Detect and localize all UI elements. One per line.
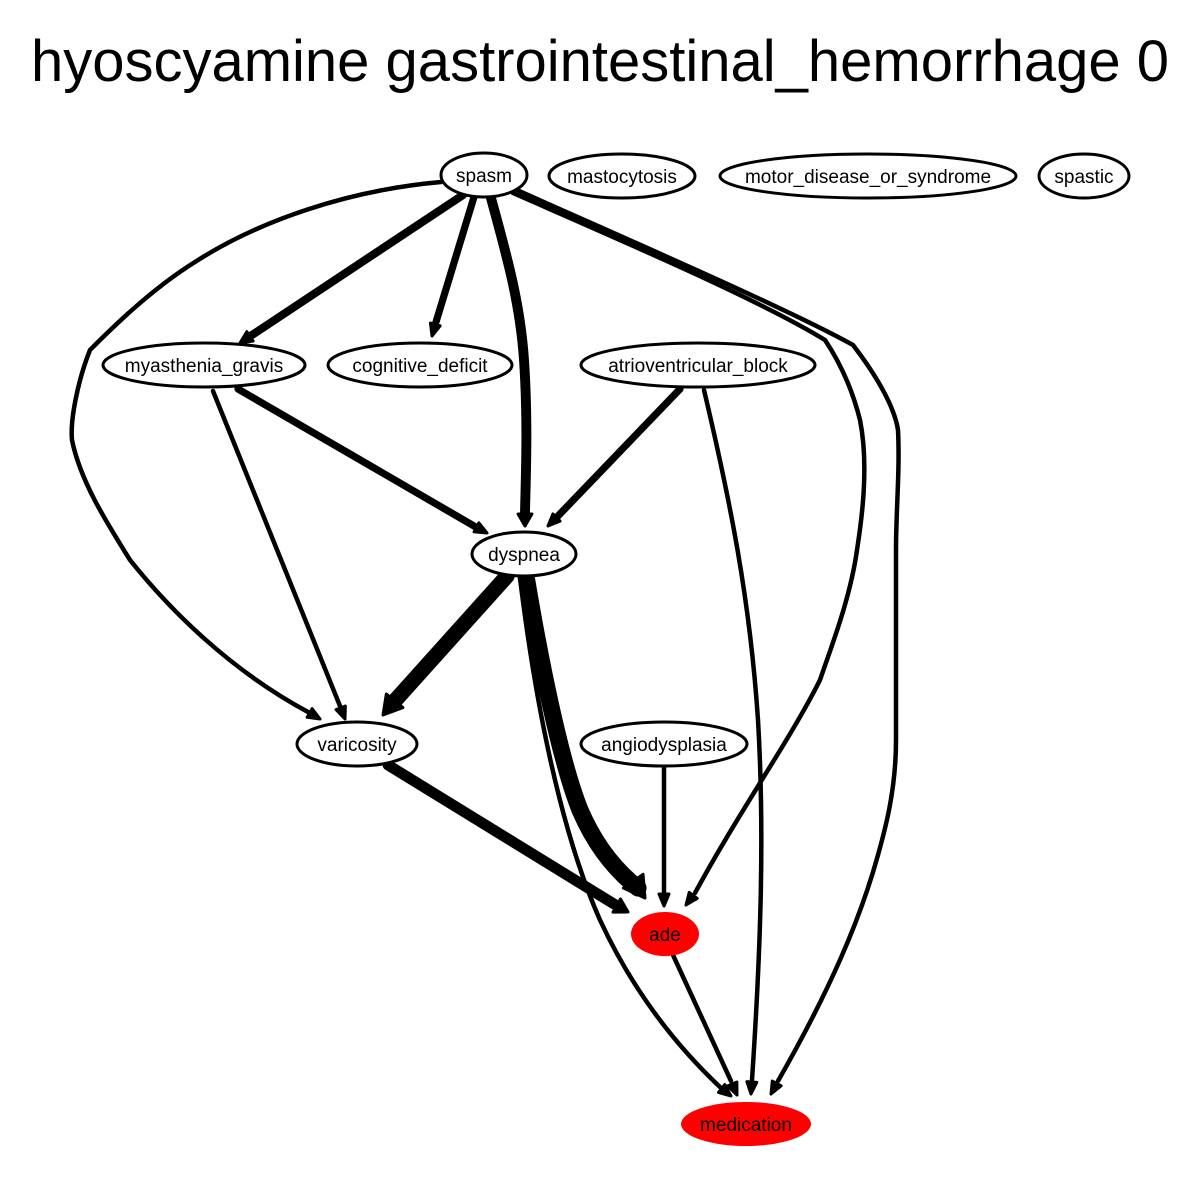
node-shape	[718, 152, 1018, 200]
edge-dyspnea-to-ade	[517, 567, 647, 900]
edge-myasthenia_gravis-to-dyspnea	[234, 385, 489, 535]
node-label: myasthenia_gravis	[125, 356, 283, 377]
edge-varicosity-to-ade	[382, 759, 630, 914]
edge-line	[510, 190, 867, 896]
edge-arrowhead	[546, 512, 562, 528]
node-spastic: spastic	[1037, 152, 1131, 200]
node-label: medication	[700, 1115, 792, 1136]
node-motor_disease_or_syndrome: motor_disease_or_syndrome	[718, 152, 1018, 200]
edge-line	[517, 575, 724, 1091]
node-shape	[681, 1102, 811, 1146]
node-label: ade	[649, 925, 681, 946]
edge-arrowhead	[472, 521, 489, 535]
edge-atrioventricular_block-to-medication	[701, 387, 764, 1096]
node-medication: medication	[681, 1102, 811, 1146]
node-shape	[579, 341, 817, 389]
edge-angiodysplasia-to-ade	[657, 764, 671, 908]
node-label: dyspnea	[488, 545, 560, 566]
node-shape	[470, 530, 578, 578]
node-ade: ade	[631, 912, 699, 956]
node-shape	[439, 151, 529, 199]
node-label: spastic	[1054, 167, 1113, 188]
edge-line	[701, 387, 764, 1083]
node-shape	[326, 341, 514, 389]
node-dyspnea: dyspnea	[470, 530, 578, 578]
edge-line	[210, 388, 343, 709]
nodes-layer: spasm mastocytosis motor_disease_or_syndro…	[101, 151, 1131, 1146]
edge-dyspnea-to-medication	[517, 575, 733, 1098]
edge-spasm-to-cognitive_deficit	[428, 193, 478, 338]
edge-arrowhead	[381, 692, 405, 717]
edge-arrowhead	[334, 704, 347, 721]
edge-line	[514, 187, 901, 1084]
node-mastocytosis: mastocytosis	[547, 152, 697, 200]
node-label: angiodysplasia	[601, 735, 727, 756]
edge-line	[517, 567, 647, 897]
edge-arrowhead	[611, 897, 630, 914]
node-label: atrioventricular_block	[608, 356, 788, 377]
node-shape	[631, 912, 699, 956]
edge-line	[382, 759, 620, 910]
edge-line	[247, 190, 468, 340]
edge-arrowhead	[726, 1080, 739, 1097]
edges-layer	[69, 179, 901, 1098]
node-shape	[295, 720, 419, 768]
edge-spasm-to-dyspnea	[486, 193, 534, 528]
node-shape	[547, 152, 697, 200]
node-atrioventricular_block: atrioventricular_block	[579, 341, 817, 389]
edge-line	[554, 385, 684, 520]
edge-arrowhead	[428, 321, 442, 338]
edge-atrioventricular_block-to-dyspnea	[546, 385, 684, 528]
node-label: varicosity	[317, 735, 397, 756]
edge-arrowhead	[745, 1080, 759, 1096]
node-varicosity: varicosity	[295, 720, 419, 768]
edge-arrowhead	[516, 512, 534, 528]
edge-line	[234, 385, 478, 530]
edge-spasm-to-myasthenia_gravis	[238, 190, 468, 345]
node-label: cognitive_deficit	[352, 356, 488, 377]
node-label: spasm	[456, 166, 512, 187]
node-spasm: spasm	[439, 151, 529, 199]
edge-spasm-to-varicosity	[69, 179, 444, 721]
edge-ade-to-medication	[670, 952, 739, 1097]
node-shape	[101, 341, 307, 389]
edge-line	[670, 952, 734, 1084]
node-shape	[579, 720, 749, 768]
edge-dyspnea-to-varicosity	[381, 568, 515, 717]
edge-line	[384, 568, 515, 712]
node-cognitive_deficit: cognitive_deficit	[326, 341, 514, 389]
edge-spasm-to-ade	[510, 190, 867, 907]
node-label: mastocytosis	[567, 167, 677, 188]
edge-arrowhead	[657, 892, 671, 908]
edge-line	[486, 193, 532, 517]
edge-arrowhead	[684, 890, 699, 907]
node-myasthenia_gravis: myasthenia_gravis	[101, 341, 307, 389]
edge-arrowhead	[621, 872, 647, 900]
node-label: motor_disease_or_syndrome	[745, 167, 991, 188]
edge-spasm-to-medication	[514, 187, 901, 1096]
node-shape	[1037, 152, 1131, 200]
edge-arrowhead	[238, 330, 255, 345]
edge-arrowhead	[717, 1083, 733, 1098]
edge-arrowhead	[305, 707, 322, 721]
graph-title: hyoscyamine gastrointestinal_hemorrhage …	[30, 29, 1170, 94]
edge-myasthenia_gravis-to-varicosity	[210, 388, 347, 721]
node-angiodysplasia: angiodysplasia	[579, 720, 749, 768]
edge-arrowhead	[769, 1079, 783, 1096]
edge-line	[432, 193, 478, 326]
edge-line	[69, 179, 444, 715]
